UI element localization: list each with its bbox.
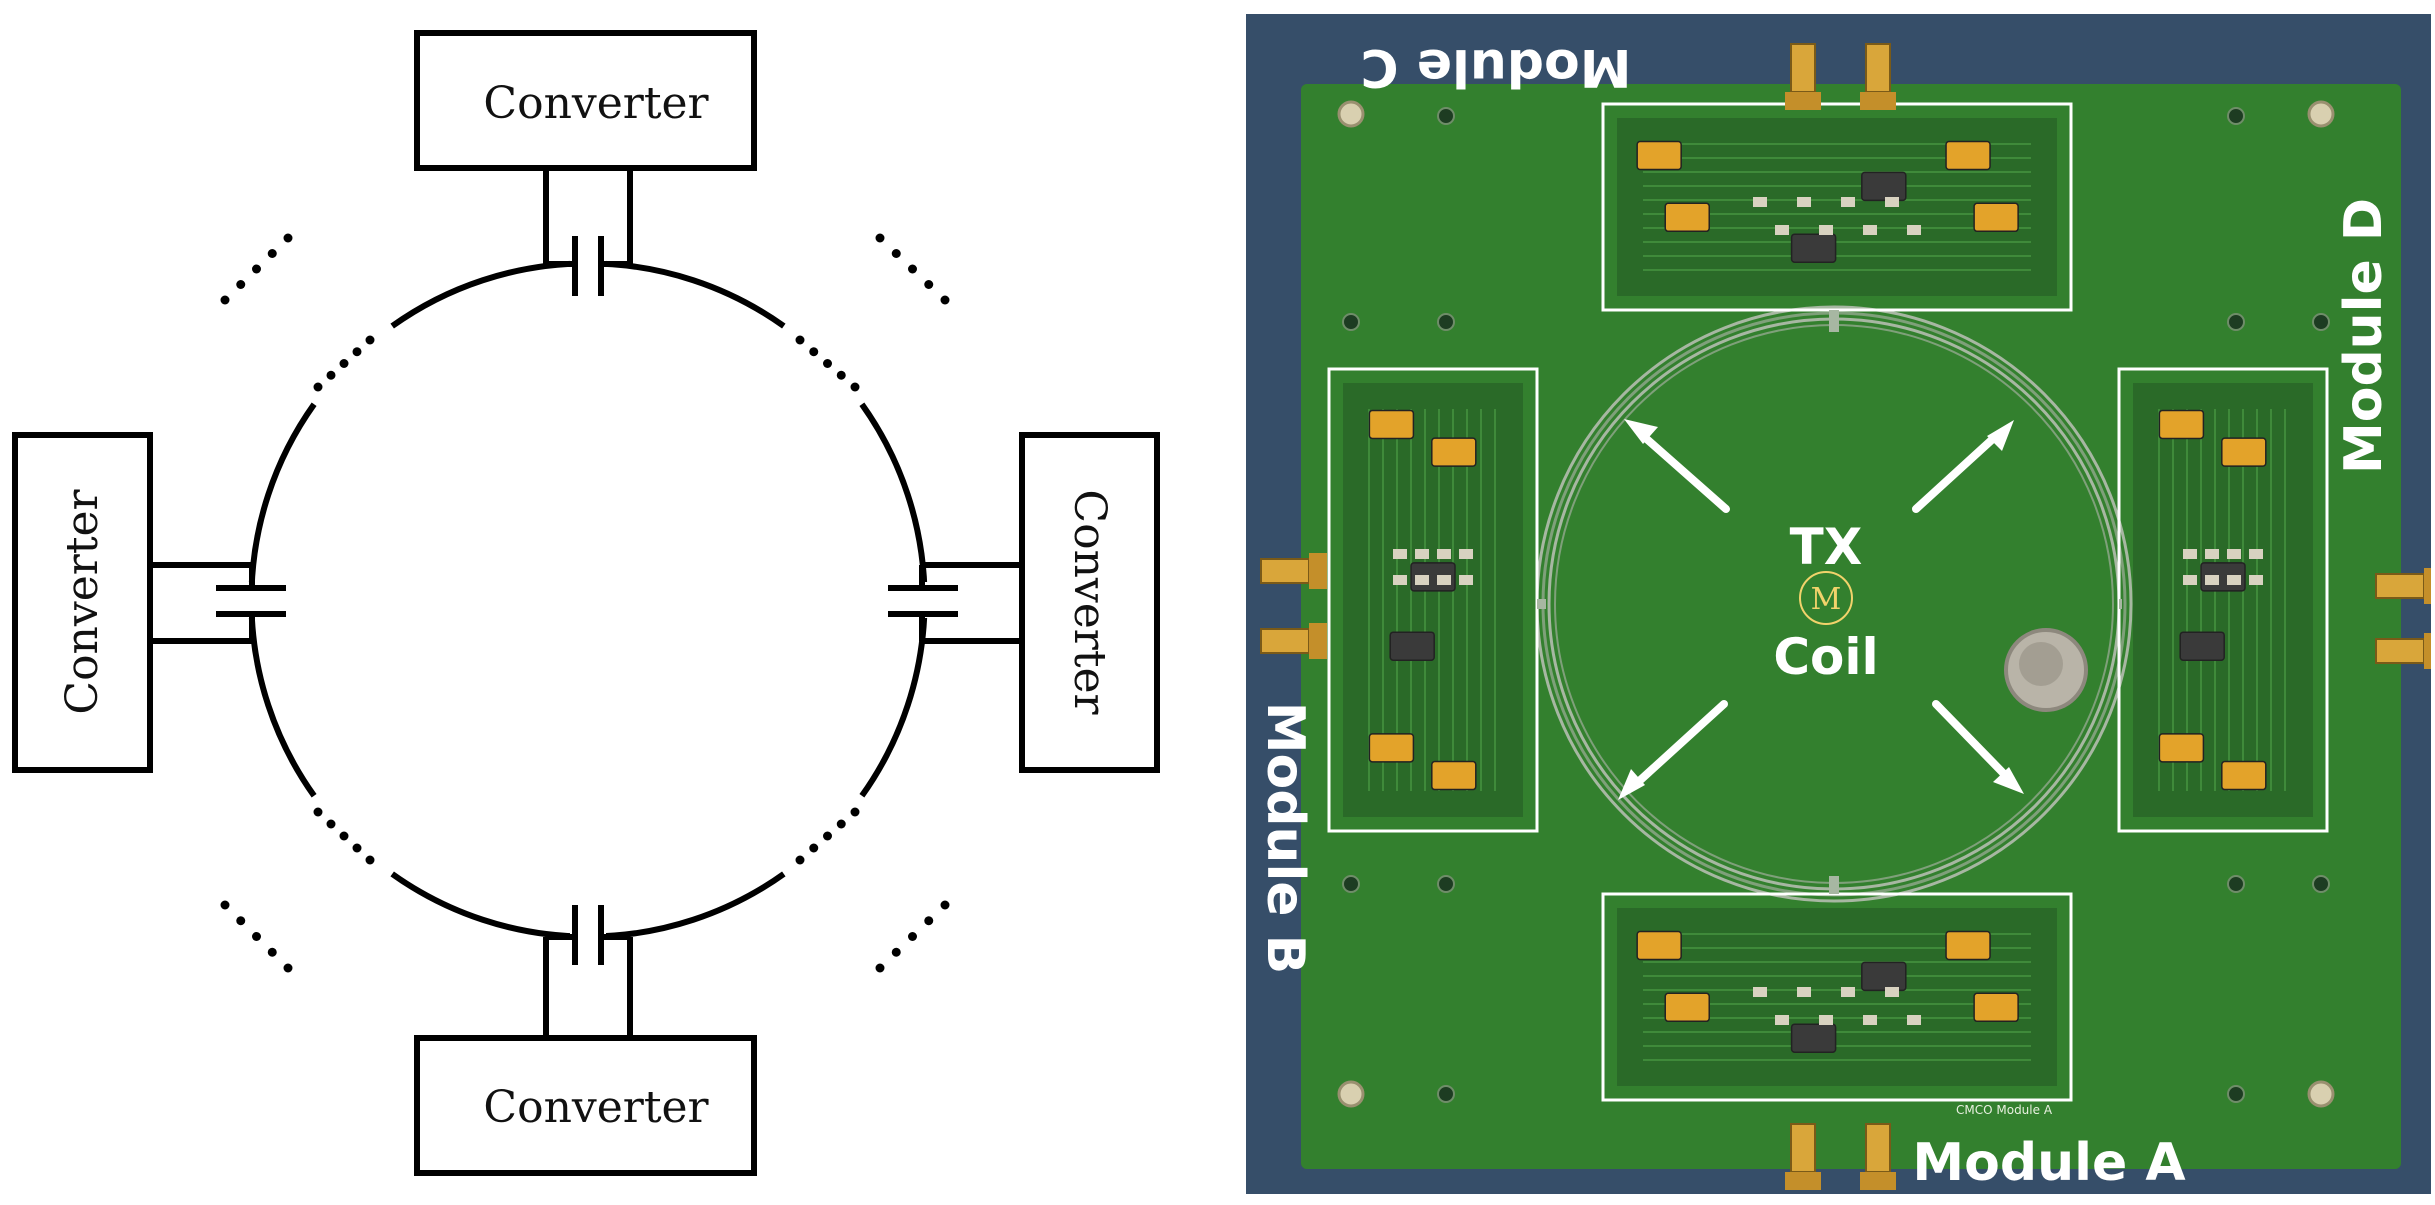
via-hole <box>1438 1086 1454 1102</box>
ellipsis-dot <box>252 265 261 274</box>
via-hole <box>2313 314 2329 330</box>
ellipsis-dot <box>924 916 933 925</box>
ellipsis-dot <box>314 383 323 392</box>
sma-connector <box>1261 623 1327 659</box>
mount-hole <box>1339 102 1363 126</box>
ellipsis-dot <box>796 856 805 865</box>
ellipsis-dot <box>353 347 362 356</box>
ellipsis-dot <box>876 234 885 243</box>
m-symbol: M <box>1811 582 1842 617</box>
ellipsis-dot <box>892 948 901 957</box>
ellipsis-dot <box>823 832 832 841</box>
ellipsis-dot <box>353 844 362 853</box>
mount-hole <box>2309 102 2333 126</box>
module-d-frame <box>2119 369 2327 831</box>
ellipsis-dot <box>941 296 950 305</box>
module-b-label: Module B <box>1255 702 1315 975</box>
sma-connector <box>1785 1124 1821 1190</box>
ellipsis-dot <box>268 948 277 957</box>
ellipsis-dot <box>327 371 336 380</box>
via-hole <box>2228 876 2244 892</box>
ellipsis-dot <box>941 901 950 910</box>
ellipsis-dot <box>284 234 293 243</box>
converter-label-left: Converter <box>57 488 108 714</box>
sma-connector <box>1785 44 1821 110</box>
ellipsis-dot <box>252 932 261 941</box>
via-hole <box>2228 108 2244 124</box>
module-d-label: Module D <box>2334 198 2394 474</box>
via-hole <box>1438 108 1454 124</box>
ellipsis-dot <box>908 265 917 274</box>
coil-label-coil: Coil <box>1773 628 1878 686</box>
ellipsis-dot <box>221 296 230 305</box>
sma-connector <box>2376 568 2431 604</box>
converter-label-right: Converter <box>1064 489 1115 715</box>
ellipsis-dot <box>876 964 885 973</box>
ellipsis-dot <box>268 249 277 258</box>
ellipsis-dot <box>908 932 917 941</box>
via-hole <box>2313 876 2329 892</box>
sma-connector <box>1261 553 1327 589</box>
ellipsis-dot <box>796 336 805 345</box>
pcb-photo: TX M Coil Module C Module D Module B Mod… <box>1246 14 2431 1194</box>
ellipsis-dot <box>340 359 349 368</box>
ellipsis-dot <box>236 916 245 925</box>
module-c-label: Module C <box>1360 37 1631 97</box>
mount-hole <box>1339 1082 1363 1106</box>
via-hole <box>2228 1086 2244 1102</box>
ellipsis-dot <box>809 844 818 853</box>
ellipsis-dot <box>366 336 375 345</box>
module-a-frame <box>1603 894 2071 1100</box>
ellipsis-dot <box>314 808 323 817</box>
continuation-dots <box>221 234 950 973</box>
schematic-diagram: Converter Converter Converter Converter <box>0 0 1220 1205</box>
ellipsis-dot <box>327 820 336 829</box>
ellipsis-dot <box>837 820 846 829</box>
ellipsis-dot <box>284 964 293 973</box>
module-b-frame <box>1329 369 1537 831</box>
ellipsis-dot <box>809 347 818 356</box>
ellipsis-dot <box>851 808 860 817</box>
via-hole <box>2228 314 2244 330</box>
ellipsis-dot <box>823 359 832 368</box>
dime-coin <box>2006 630 2086 710</box>
converter-label-top: Converter <box>483 78 709 129</box>
ellipsis-dot <box>340 832 349 841</box>
sma-connector <box>2376 633 2431 669</box>
ellipsis-dot <box>236 280 245 289</box>
module-c-frame <box>1603 104 2071 310</box>
ellipsis-dot <box>837 371 846 380</box>
converter-label-bottom: Converter <box>483 1082 709 1133</box>
sma-connector <box>1860 44 1896 110</box>
silkscreen-module-a: CMCO Module A <box>1956 1103 2053 1117</box>
ellipsis-dot <box>851 383 860 392</box>
coil-label-tx: TX <box>1790 518 1863 576</box>
ellipsis-dot <box>366 856 375 865</box>
ellipsis-dot <box>924 280 933 289</box>
via-hole <box>1438 314 1454 330</box>
via-hole <box>1343 314 1359 330</box>
sma-connector <box>1860 1124 1896 1190</box>
via-hole <box>1343 876 1359 892</box>
ellipsis-dot <box>221 901 230 910</box>
ellipsis-dot <box>892 249 901 258</box>
via-hole <box>1438 876 1454 892</box>
module-a-label: Module A <box>1912 1133 2185 1193</box>
mount-hole <box>2309 1082 2333 1106</box>
